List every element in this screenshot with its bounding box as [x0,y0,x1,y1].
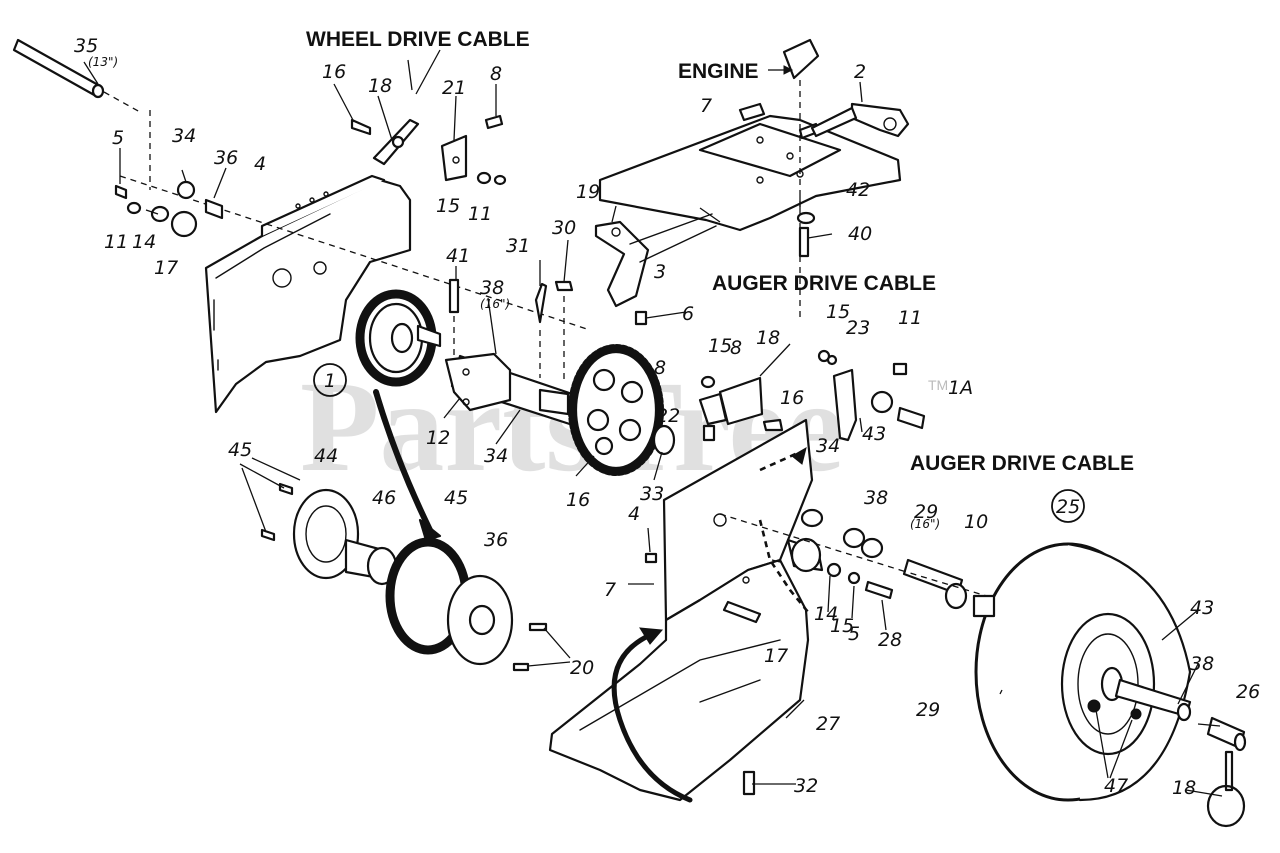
callout: 21 [442,77,466,99]
callout: 17 [154,257,178,279]
callout: 26 [1236,681,1260,703]
pulley-assembly [260,389,548,672]
callout: 36 [214,147,238,169]
callout: 43 [1190,597,1214,619]
callout: 46 [372,487,396,509]
caption-engine: ENGINE [678,60,759,83]
callout: 47 [1104,775,1128,797]
callout: 41 [446,245,470,267]
callout: 38 [480,277,504,299]
housing-plate [548,418,814,802]
callout: 8 [730,337,742,359]
callout: 43 [862,423,886,445]
callout: 19 [576,181,600,203]
drive-pulley [355,289,442,387]
callout: 31 [506,235,530,257]
shaft-35 [12,38,141,113]
callout: 8 [490,63,502,85]
callout: 27 [816,713,840,735]
left-frame-plate [204,174,412,414]
callout: 18 [368,75,392,97]
callout: 17 [764,645,788,667]
size-note-35: (13") [88,55,118,69]
callout: 34 [816,435,840,457]
callout: 11 [468,203,492,225]
circled-ref-1: 1 [324,370,336,392]
callout: 29 [916,699,940,721]
callout: 42 [846,179,870,201]
engine-plate [782,38,820,80]
callout: 45 [228,439,252,461]
callout: 5 [112,127,124,149]
caption-wheel-drive-cable: WHEEL DRIVE CABLE [306,28,530,51]
callout: 20 [570,657,594,679]
callout: 14 [132,231,156,253]
callout: 3 [654,261,666,283]
caption-auger-drive-cable-top: AUGER DRIVE CABLE [712,272,936,295]
callout: 16 [566,489,590,511]
bearing-1A [444,352,512,412]
callout: 16 [322,61,346,83]
callout: 15 [708,335,732,357]
callout: 22 [656,405,680,427]
callout: 15 [826,301,850,323]
callout: 36 [484,529,508,551]
callout: 18 [756,327,780,349]
callout: 38 [1190,653,1214,675]
callout: 33 [640,483,664,505]
callout: 18 [1172,777,1196,799]
callout: 30 [552,217,576,239]
bracket-21 [350,114,507,186]
callout: 16 [780,387,804,409]
size-note-38-upper: (16") [480,297,510,311]
callout: 34 [172,125,196,147]
bracket-19 [594,213,717,308]
callout: 10 [964,511,988,533]
callout: 11 [898,307,922,329]
callout: 8 [654,357,666,379]
callout: 44 [314,445,338,467]
callout: 12 [426,427,450,449]
gear-33 [568,344,664,476]
callout: 34 [484,445,508,467]
callout: 45 [444,487,468,509]
callout: 23 [846,317,870,339]
callout: 29 [914,501,938,523]
callout: 38 [864,487,888,509]
callout: 6 [682,303,694,325]
callout: 7 [604,579,616,601]
callout: 4 [628,503,640,525]
callout: 40 [848,223,872,245]
callout: 4 [254,153,266,175]
callout: 14 [814,603,838,625]
callout: 15 [436,195,460,217]
callout: 32 [794,775,818,797]
callout: 1A [948,377,973,399]
size-note-38-lower: (16") [910,517,940,531]
caption-auger-drive-cable-right: AUGER DRIVE CABLE [910,452,1134,475]
callout: 35 [74,35,98,57]
link-2 [850,102,910,138]
callout: 11 [104,231,128,253]
watermark-trademark: TM [928,377,948,393]
left-hardware [114,180,224,238]
circled-ref-25: 25 [1056,496,1080,518]
engine-mount-frame [598,102,902,232]
wheel-assembly [972,542,1192,802]
right-hardware [786,508,968,610]
cable-22 [817,349,926,442]
callout: 2 [854,61,866,83]
callout: 7 [700,95,712,117]
callout: 15 [830,615,854,637]
callout: 5 [848,623,860,645]
bracket-23 [698,375,784,442]
callout: 28 [878,629,902,651]
